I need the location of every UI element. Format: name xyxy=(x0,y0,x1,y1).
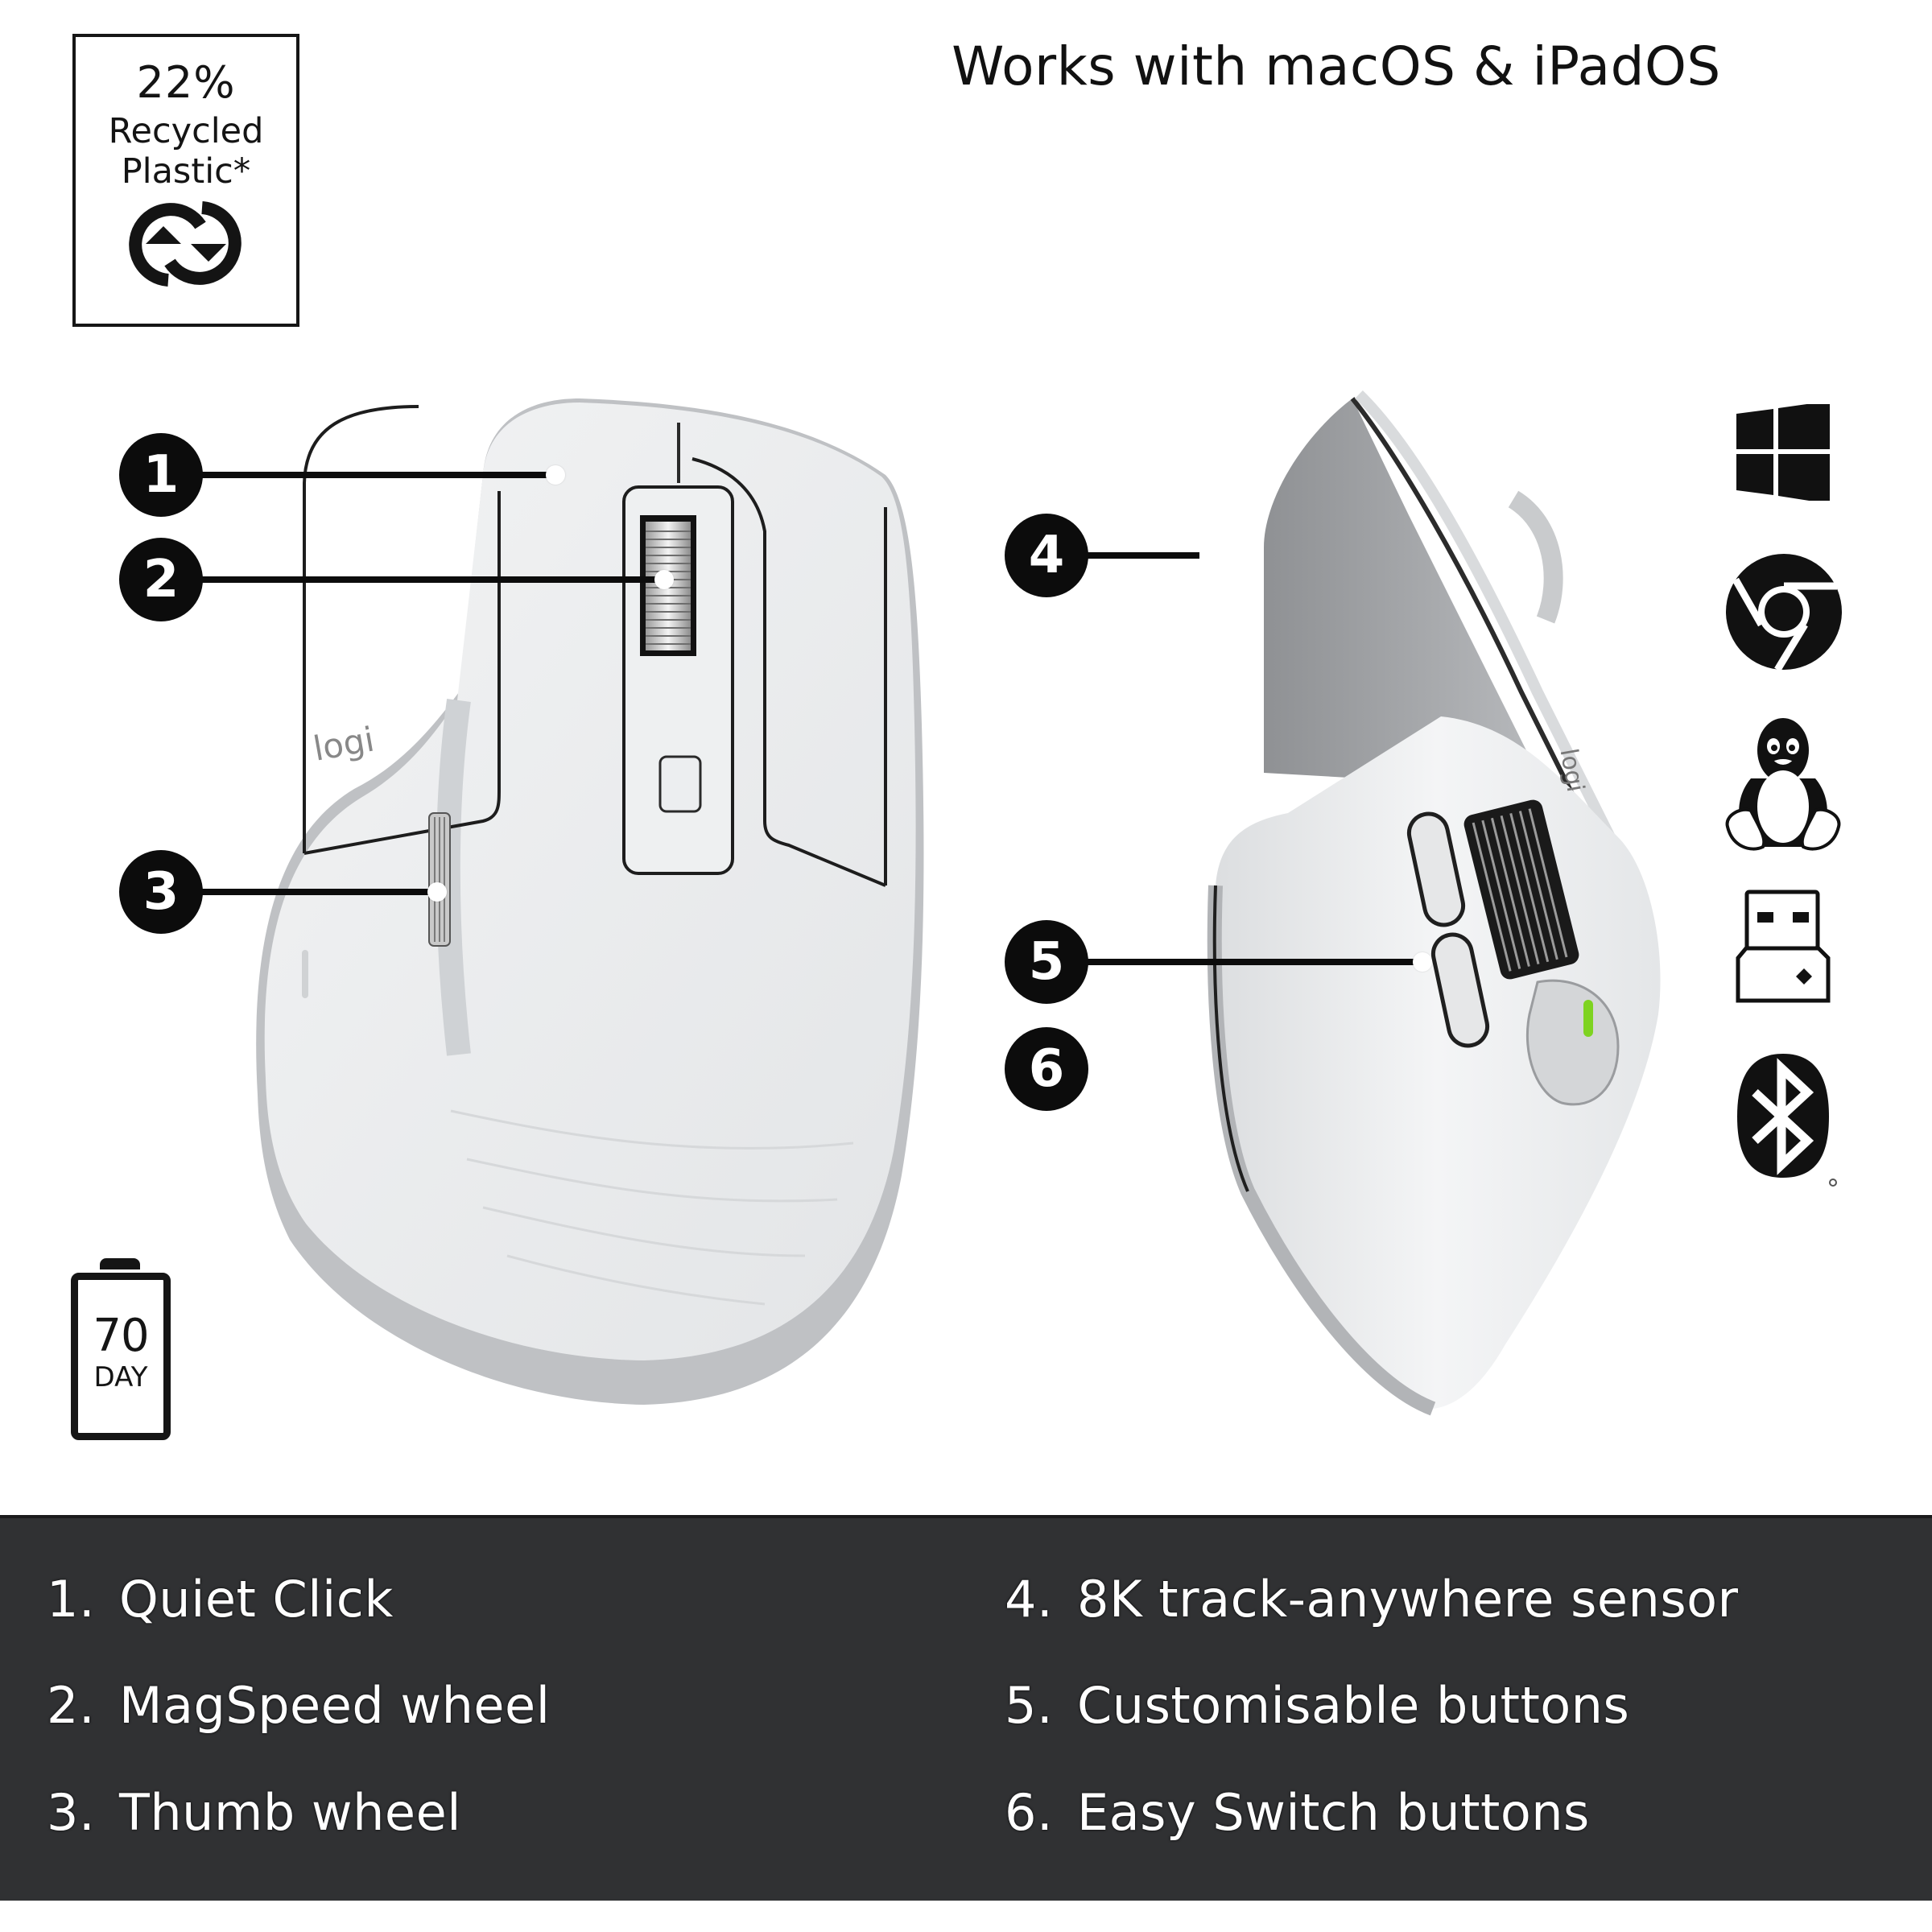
chrome-os-icon xyxy=(1726,554,1842,671)
status-led xyxy=(1583,1000,1593,1037)
mouse-body xyxy=(264,402,916,1360)
feature-label: MagSpeed wheel xyxy=(119,1676,551,1735)
compatibility-heading: Works with macOS & iPadOS xyxy=(952,35,1721,97)
feature-item: 4.8K track-anywhere sensor xyxy=(1005,1570,1739,1629)
feature-label: Quiet Click xyxy=(119,1570,394,1629)
features-panel: 1.Quiet Click 2.MagSpeed wheel 3.Thumb w… xyxy=(0,1515,1932,1901)
recycled-plastic-badge: 22% Recycled Plastic* xyxy=(72,34,299,327)
feature-label: Easy Switch buttons xyxy=(1077,1783,1590,1842)
feature-label: Customisable buttons xyxy=(1077,1676,1630,1735)
usb-receiver-icon xyxy=(1736,890,1831,1003)
callout-6: 6 xyxy=(1005,1027,1088,1111)
windows-icon xyxy=(1736,404,1830,501)
callout-1: 1 xyxy=(119,433,203,517)
battery-icon: 70 DAY xyxy=(71,1258,171,1440)
mouse-side-view: logi xyxy=(1207,390,1661,1416)
callout-1-leader xyxy=(201,472,547,478)
callout-5: 5 xyxy=(1005,920,1088,1004)
feature-item: 6.Easy Switch buttons xyxy=(1005,1783,1590,1842)
callout-3: 3 xyxy=(119,850,203,934)
feature-item: 3.Thumb wheel xyxy=(47,1783,461,1842)
mode-shift-button xyxy=(658,755,702,813)
recycled-label-line2: Plastic* xyxy=(121,151,251,192)
recycled-label-line1: Recycled xyxy=(108,111,264,151)
callout-5-target xyxy=(1413,952,1432,972)
callout-2: 2 xyxy=(119,538,203,621)
feature-label: 8K track-anywhere sensor xyxy=(1077,1570,1739,1629)
back-button xyxy=(1406,811,1466,927)
battery-life-value: 70 xyxy=(93,1310,149,1362)
feature-label: Thumb wheel xyxy=(119,1783,461,1842)
logi-logo: logi xyxy=(310,720,377,769)
recycle-icon xyxy=(129,201,242,287)
mouse-top-view: logi xyxy=(256,398,924,1405)
feature-item: 2.MagSpeed wheel xyxy=(47,1676,551,1735)
callout-2-leader xyxy=(201,576,660,583)
bluetooth-icon xyxy=(1737,1054,1837,1187)
forward-button xyxy=(1430,932,1490,1048)
battery-life-unit: DAY xyxy=(93,1361,148,1393)
callout-5-leader xyxy=(1087,959,1417,965)
callout-4-leader xyxy=(1087,552,1199,559)
callout-1-target xyxy=(546,465,565,485)
feature-item: 5.Customisable buttons xyxy=(1005,1676,1630,1735)
callout-4: 4 xyxy=(1005,514,1088,597)
callout-3-leader xyxy=(201,889,435,895)
callout-2-target xyxy=(654,570,674,589)
callout-3-target xyxy=(427,882,447,902)
recycled-percent: 22% xyxy=(136,57,236,108)
sensor-surface xyxy=(1264,398,1546,789)
feature-item: 1.Quiet Click xyxy=(47,1570,394,1629)
linux-tux-icon xyxy=(1725,718,1841,851)
